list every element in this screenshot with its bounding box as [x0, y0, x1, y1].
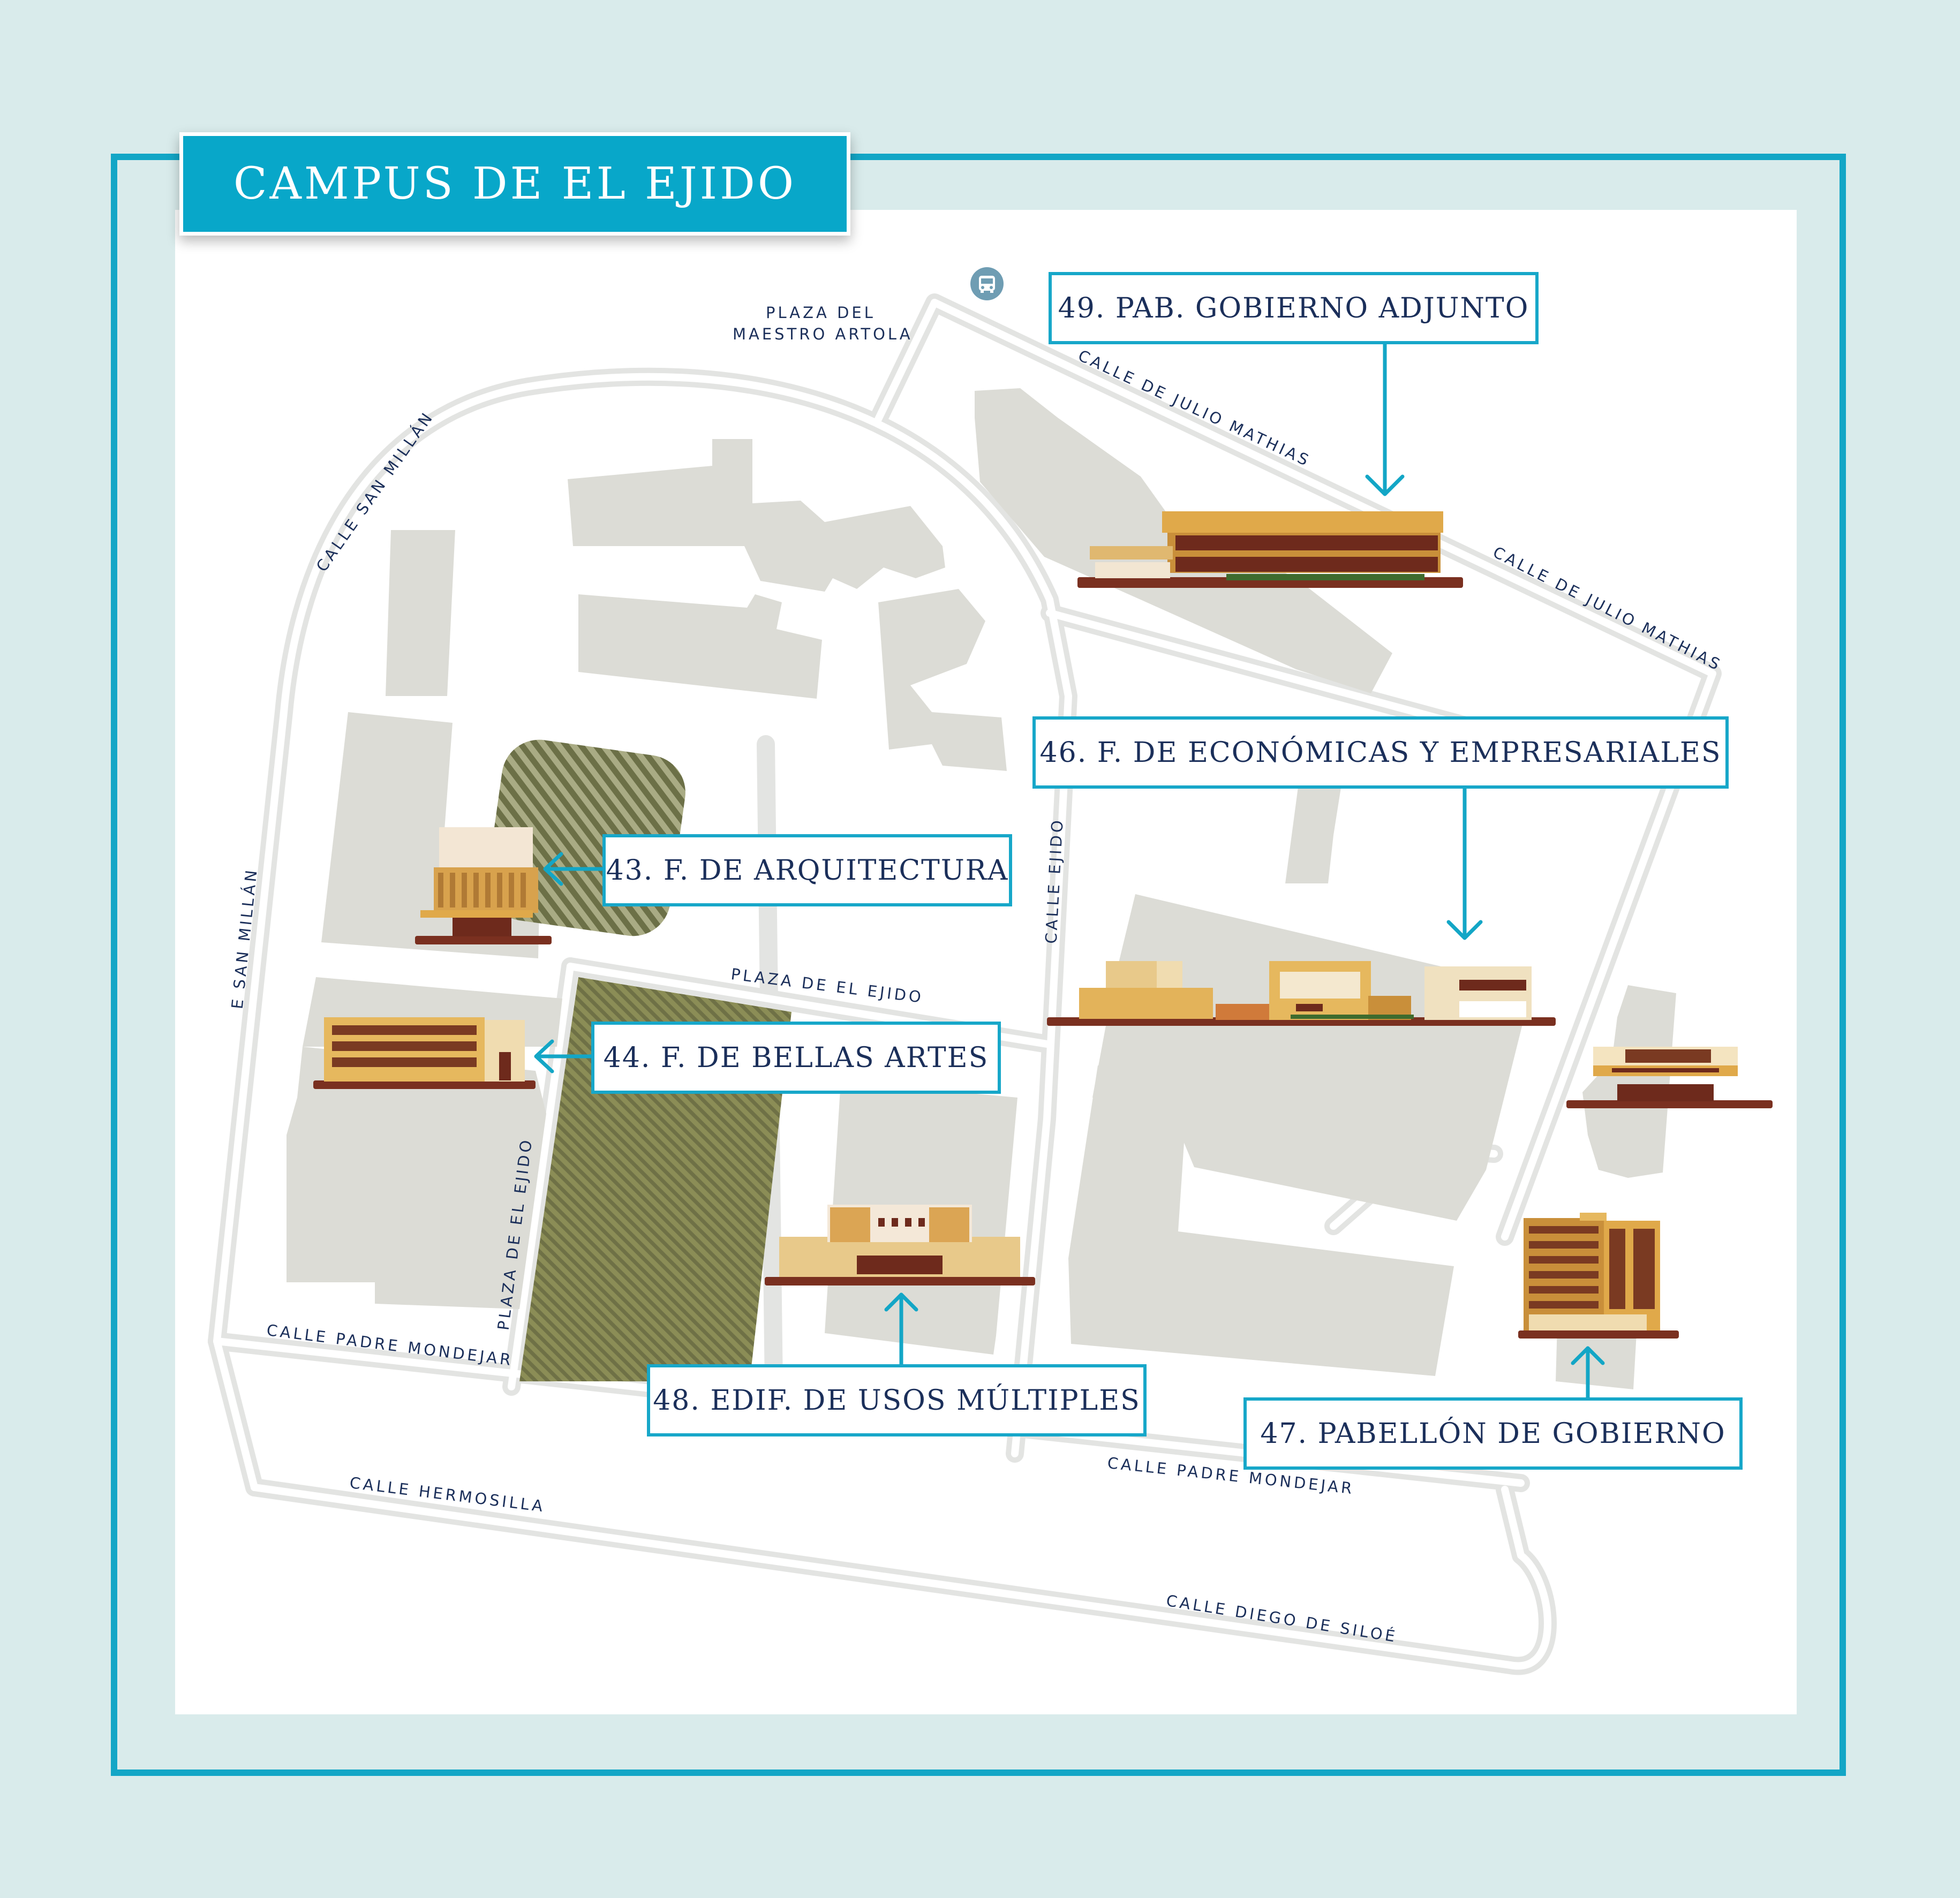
- label-arquitectura[interactable]: 43. F. DE ARQUITECTURA: [602, 834, 1012, 906]
- map-title: CAMPUS DE EL EJIDO: [233, 158, 797, 209]
- label-usos-multiples[interactable]: 48. EDIF. DE USOS MÚLTIPLES: [647, 1364, 1147, 1436]
- building-47-illustration: [1518, 1213, 1679, 1339]
- label-pabellon-gobierno[interactable]: 47. PABELLÓN DE GOBIERNO: [1243, 1397, 1743, 1470]
- building-49-illustration: [1077, 511, 1463, 588]
- building-48-illustration: [765, 1205, 1035, 1286]
- street-plaza-maestro-line2: MAESTRO ARTOLA: [733, 325, 913, 343]
- arrow-icon: [534, 341, 1605, 1400]
- building-illustration-east: [1566, 1047, 1773, 1108]
- building-44-illustration: [313, 1017, 536, 1089]
- building-46-illustration: [1047, 961, 1556, 1026]
- map-title-box: CAMPUS DE EL EJIDO: [179, 132, 850, 236]
- label-economicas[interactable]: 46. F. DE ECONÓMICAS Y EMPRESARIALES: [1032, 716, 1729, 789]
- bus-icon: [970, 267, 1004, 300]
- street-plaza-maestro-line1: PLAZA DEL: [766, 304, 876, 322]
- label-pab-gobierno-adjunto[interactable]: 49. PAB. GOBIERNO ADJUNTO: [1049, 272, 1539, 344]
- building-43-illustration: [415, 827, 552, 944]
- label-bellas-artes[interactable]: 44. F. DE BELLAS ARTES: [591, 1022, 1001, 1094]
